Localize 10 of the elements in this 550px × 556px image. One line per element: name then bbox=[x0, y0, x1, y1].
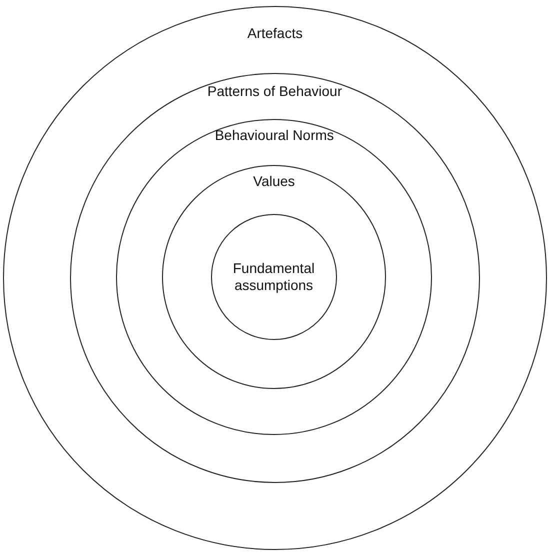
ring-label: Behavioural Norms bbox=[214, 127, 335, 144]
circle-ring bbox=[210, 214, 337, 340]
ring-label: Values bbox=[252, 173, 296, 190]
circle-ring bbox=[162, 165, 386, 390]
ring-label: Fundamental assumptions bbox=[232, 260, 316, 294]
circle-ring bbox=[3, 6, 547, 550]
ring-label: Artefacts bbox=[246, 25, 304, 42]
circle-ring bbox=[70, 72, 480, 483]
ring-label: Patterns of Behaviour bbox=[206, 82, 343, 100]
circle-ring bbox=[116, 119, 432, 436]
